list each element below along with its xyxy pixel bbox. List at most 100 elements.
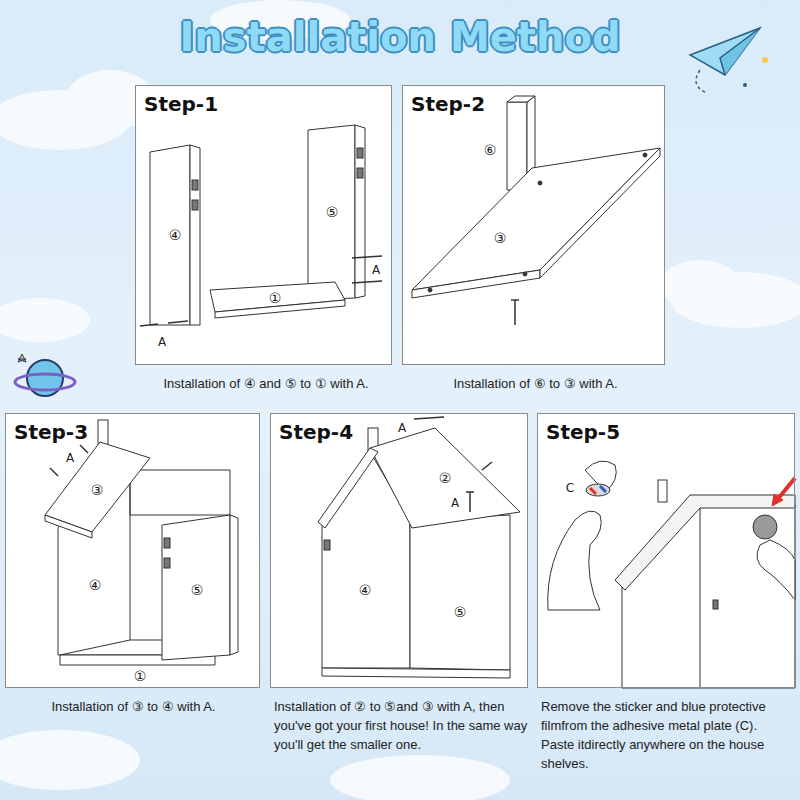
panel-ground-part bbox=[270, 413, 528, 688]
part-number: A bbox=[398, 422, 406, 434]
step3-drawing-part bbox=[50, 445, 88, 476]
part-number: ③ bbox=[91, 483, 104, 497]
step5-drawing-part bbox=[622, 505, 795, 688]
cloud-background-part bbox=[660, 260, 740, 310]
part-number: ① bbox=[269, 291, 282, 305]
paper-plane-icon bbox=[690, 28, 768, 92]
step1-drawing-part bbox=[357, 148, 363, 158]
step1-drawing-part bbox=[355, 125, 365, 298]
part-number: A bbox=[451, 497, 459, 509]
step5-drawing-part bbox=[777, 478, 795, 500]
part-number: ④ bbox=[359, 583, 372, 597]
step3-drawing-part bbox=[164, 538, 170, 548]
step2-drawing-part bbox=[523, 272, 527, 276]
panel-ground-part bbox=[135, 85, 392, 365]
step5-drawing-part bbox=[772, 494, 783, 506]
step2-drawing bbox=[412, 96, 660, 325]
step4-drawing bbox=[318, 417, 520, 678]
cloud-background-part bbox=[330, 755, 510, 800]
panel-ground-part bbox=[5, 413, 260, 688]
step2-drawing-part bbox=[412, 148, 660, 290]
step-heading: Step-2 bbox=[411, 92, 485, 116]
part-number: ⑤ bbox=[326, 205, 339, 219]
step2-drawing-part bbox=[511, 300, 519, 325]
step3-drawing bbox=[45, 420, 238, 665]
step-panel: Step-5Remove the sticker and blue protec… bbox=[537, 413, 795, 688]
step3-drawing-part bbox=[130, 470, 230, 515]
step3-drawing-part bbox=[45, 515, 92, 538]
step5-drawing-part bbox=[600, 486, 606, 492]
step1-drawing-part bbox=[140, 321, 188, 326]
planet-icon bbox=[15, 354, 75, 396]
step5-drawing-part bbox=[590, 488, 596, 494]
step-caption: Remove the sticker and blue protective f… bbox=[541, 697, 793, 773]
step-caption: Installation of ④ and ⑤ to ① with A. bbox=[141, 374, 391, 393]
paper-plane-icon-part bbox=[696, 70, 705, 92]
step-panel: Step-4Installation of ② to ⑤and ③ with A… bbox=[270, 413, 528, 688]
step-heading: Step-5 bbox=[546, 420, 620, 444]
step4-drawing-part bbox=[410, 515, 510, 670]
step2-drawing-part bbox=[540, 148, 660, 278]
step5-drawing-part bbox=[757, 540, 795, 600]
paper-plane-icon-part bbox=[743, 83, 747, 87]
part-number: ③ bbox=[494, 231, 507, 245]
step4-drawing-part bbox=[322, 668, 510, 678]
paper-plane-icon-part bbox=[720, 28, 760, 75]
step3-drawing-part bbox=[162, 515, 230, 660]
step1-drawing-part bbox=[352, 256, 382, 283]
step2-drawing-part bbox=[643, 153, 647, 157]
step5-drawing-part bbox=[713, 600, 718, 609]
step4-drawing-part bbox=[318, 448, 378, 528]
part-number: C bbox=[566, 482, 574, 494]
step5-drawing-part bbox=[586, 484, 610, 496]
step-panel: Step-3Installation of ③ to ④ with A. bbox=[5, 413, 260, 688]
panel-ground-part bbox=[402, 85, 665, 365]
step-panel: Step-1Installation of ④ and ⑤ to ① with … bbox=[135, 85, 392, 365]
step5-drawing bbox=[548, 461, 795, 688]
step3-drawing-part bbox=[230, 515, 238, 655]
step5-drawing-part bbox=[753, 515, 777, 539]
part-number: A bbox=[66, 452, 74, 464]
step4-drawing-part bbox=[324, 540, 330, 550]
step5-drawing-part bbox=[548, 511, 602, 610]
part-number: ④ bbox=[169, 228, 182, 242]
part-number: A bbox=[372, 264, 380, 276]
step-panel: Step-2Installation of ⑥ to ③ with A. bbox=[402, 85, 665, 365]
planet-icon-part bbox=[18, 354, 26, 362]
paper-plane-icon-part bbox=[762, 57, 768, 63]
step1-drawing-part bbox=[190, 145, 200, 325]
step-heading: Step-1 bbox=[144, 92, 218, 116]
step1-drawing-part bbox=[192, 200, 198, 210]
panel-ground-part bbox=[537, 413, 795, 688]
step3-drawing-part bbox=[164, 558, 170, 568]
step1-drawing-part bbox=[357, 168, 363, 178]
cloud-background-part bbox=[0, 730, 140, 790]
step-caption: Installation of ② to ⑤and ③ with A, then… bbox=[274, 697, 529, 754]
part-number: ⑤ bbox=[191, 583, 204, 597]
part-number: ① bbox=[134, 669, 147, 683]
step-caption: Installation of ⑥ to ③ with A. bbox=[408, 374, 663, 393]
part-number: ② bbox=[439, 471, 452, 485]
step2-drawing-part bbox=[412, 270, 540, 298]
paper-plane-icon-part bbox=[690, 28, 760, 75]
page-title: Installation Method bbox=[0, 14, 800, 60]
panel-ground bbox=[5, 85, 795, 688]
step5-drawing-part bbox=[658, 480, 667, 502]
step3-drawing-part bbox=[45, 442, 150, 532]
step2-drawing-part bbox=[507, 96, 535, 102]
cloud-background-part bbox=[0, 298, 90, 342]
planet-icon-part bbox=[15, 374, 75, 390]
step-heading: Step-4 bbox=[279, 420, 353, 444]
step1-drawing-part bbox=[308, 125, 355, 300]
step-heading: Step-3 bbox=[14, 420, 88, 444]
step4-drawing-part bbox=[414, 417, 492, 512]
step-caption: Installation of ③ to ④ with A. bbox=[11, 697, 256, 716]
step1-drawing-part bbox=[150, 145, 190, 325]
part-number: ⑥ bbox=[484, 143, 497, 157]
part-number: ④ bbox=[89, 578, 102, 592]
part-number: ⑤ bbox=[454, 605, 467, 619]
step4-drawing-part bbox=[370, 428, 520, 528]
